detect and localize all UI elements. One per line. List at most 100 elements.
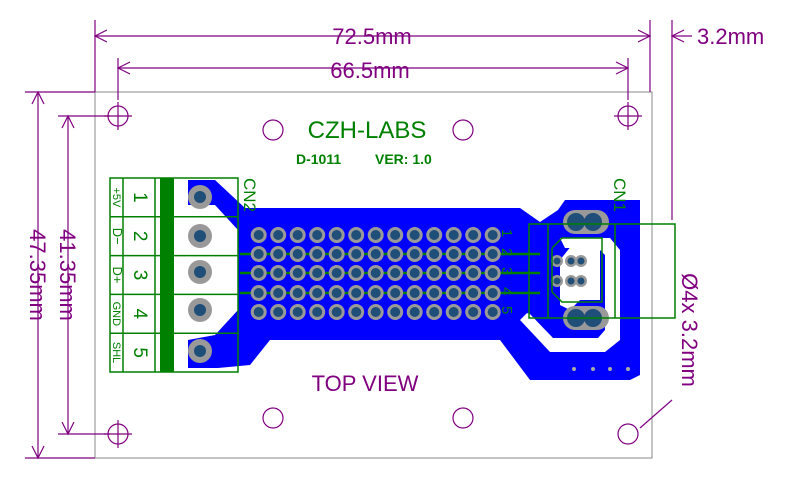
grid-drill	[370, 288, 381, 298]
grid-drill	[273, 288, 284, 298]
terminal-pin-signal: +5V	[110, 187, 122, 208]
grid-drill	[370, 307, 381, 317]
dimension-hole-callout: Ø4x 3.2mm	[639, 273, 702, 429]
dimension-hole-spacing-width: 66.5mm	[116, 58, 630, 100]
prototype-grid: 1 2 3 4 5	[240, 227, 540, 320]
grid-drill	[312, 268, 323, 278]
cn1-drill	[577, 277, 585, 285]
grid-row-label: 5	[498, 306, 515, 314]
grid-drill	[390, 288, 401, 298]
grid-drill	[292, 249, 303, 259]
grid-drill	[312, 249, 323, 259]
grid-drill	[253, 307, 264, 317]
terminal-pin-signal: D−	[110, 228, 125, 245]
cn1-drill	[553, 277, 561, 285]
grid-drill	[468, 249, 479, 259]
grid-drill	[312, 230, 323, 240]
grid-drill	[448, 268, 459, 278]
grid-drill	[429, 268, 440, 278]
terminal-pin-signal: GND	[110, 302, 122, 327]
cn1-drill	[553, 257, 561, 265]
grid-drill	[468, 307, 479, 317]
hole-callout-label: Ø4x 3.2mm	[677, 273, 702, 387]
grid-row-label: 1	[498, 229, 515, 237]
terminal-drill	[194, 191, 206, 203]
cn1-label: CN1	[610, 178, 629, 212]
grid-drill	[487, 307, 498, 317]
cn1-drill	[577, 257, 585, 265]
grid-drill	[253, 268, 264, 278]
grid-drill	[409, 230, 420, 240]
fiducial-hole	[452, 119, 474, 141]
grid-drill	[429, 307, 440, 317]
grid-drill	[351, 288, 362, 298]
grid-row-label: 3	[498, 267, 515, 275]
grid-drill	[390, 249, 401, 259]
terminal-pin-number: 3	[129, 270, 150, 281]
grid-drill	[409, 268, 420, 278]
grid-drill	[409, 288, 420, 298]
cn1-drill	[567, 277, 575, 285]
grid-drill	[429, 288, 440, 298]
grid-row-label: 2	[498, 248, 515, 256]
grid-drill	[292, 268, 303, 278]
grid-drill	[253, 288, 264, 298]
grid-drill	[468, 288, 479, 298]
fiducial-hole	[452, 407, 474, 429]
grid-drill	[331, 249, 342, 259]
grid-drill	[312, 307, 323, 317]
view-label: TOP VIEW	[312, 371, 419, 396]
grid-drill	[273, 307, 284, 317]
grid-drill	[292, 230, 303, 240]
grid-drill	[487, 268, 498, 278]
terminal-drill	[194, 266, 206, 278]
cn2-label: CN2	[240, 178, 259, 212]
grid-drill	[448, 288, 459, 298]
mounting-hole-top-right	[614, 102, 642, 130]
overall-height-label: 47.35mm	[25, 229, 50, 321]
model-label: D-1011	[296, 151, 341, 167]
mounting-holes	[104, 102, 642, 448]
terminal-drill	[194, 230, 206, 242]
connector-cn1: CN1	[528, 178, 676, 371]
grid-drill	[390, 307, 401, 317]
brand-label: CZH-LABS	[308, 117, 427, 144]
version-label: VER: 1.0	[375, 151, 432, 167]
dimension-overall-width: 72.5mm	[93, 20, 652, 92]
grid-drill	[370, 230, 381, 240]
grid-drill	[351, 230, 362, 240]
terminal-pin-number: 5	[129, 347, 150, 358]
grid-drill	[331, 307, 342, 317]
grid-drill	[292, 288, 303, 298]
terminal-pin-number: 2	[129, 231, 150, 242]
terminal-pin-number: 1	[129, 192, 150, 203]
terminal-block-cn2: 1 +5V 2 D− 3 D+ 4 GND 5 SHL CN2	[109, 177, 259, 373]
grid-drill	[273, 230, 284, 240]
terminal-drill	[194, 345, 206, 357]
grid-drill	[273, 249, 284, 259]
fiducial-hole	[262, 119, 284, 141]
terminal-pin-signal: D+	[110, 267, 125, 284]
grid-drill	[487, 249, 498, 259]
grid-drill	[448, 230, 459, 240]
grid-drill	[273, 268, 284, 278]
dimension-hole-offset: 3.2mm	[670, 20, 764, 220]
terminal-drill	[194, 304, 206, 316]
dimension-hole-spacing-height: 41.35mm	[55, 114, 110, 436]
grid-row-label: 4	[498, 287, 515, 295]
hole-offset-label: 3.2mm	[697, 24, 764, 49]
overall-width-label: 72.5mm	[332, 24, 411, 49]
grid-drill	[331, 288, 342, 298]
hole-spacing-height-label: 41.35mm	[55, 229, 80, 321]
grid-drill	[429, 230, 440, 240]
mounting-hole-bottom-right	[617, 423, 639, 445]
grid-drill	[370, 268, 381, 278]
terminal-pin-signal: SHL	[110, 342, 122, 363]
grid-drill	[390, 230, 401, 240]
grid-drill	[409, 307, 420, 317]
grid-drill	[351, 307, 362, 317]
grid-drill	[487, 230, 498, 240]
terminal-pin-number: 4	[129, 309, 150, 320]
grid-drill	[487, 288, 498, 298]
mounting-hole-top-left	[104, 102, 132, 130]
